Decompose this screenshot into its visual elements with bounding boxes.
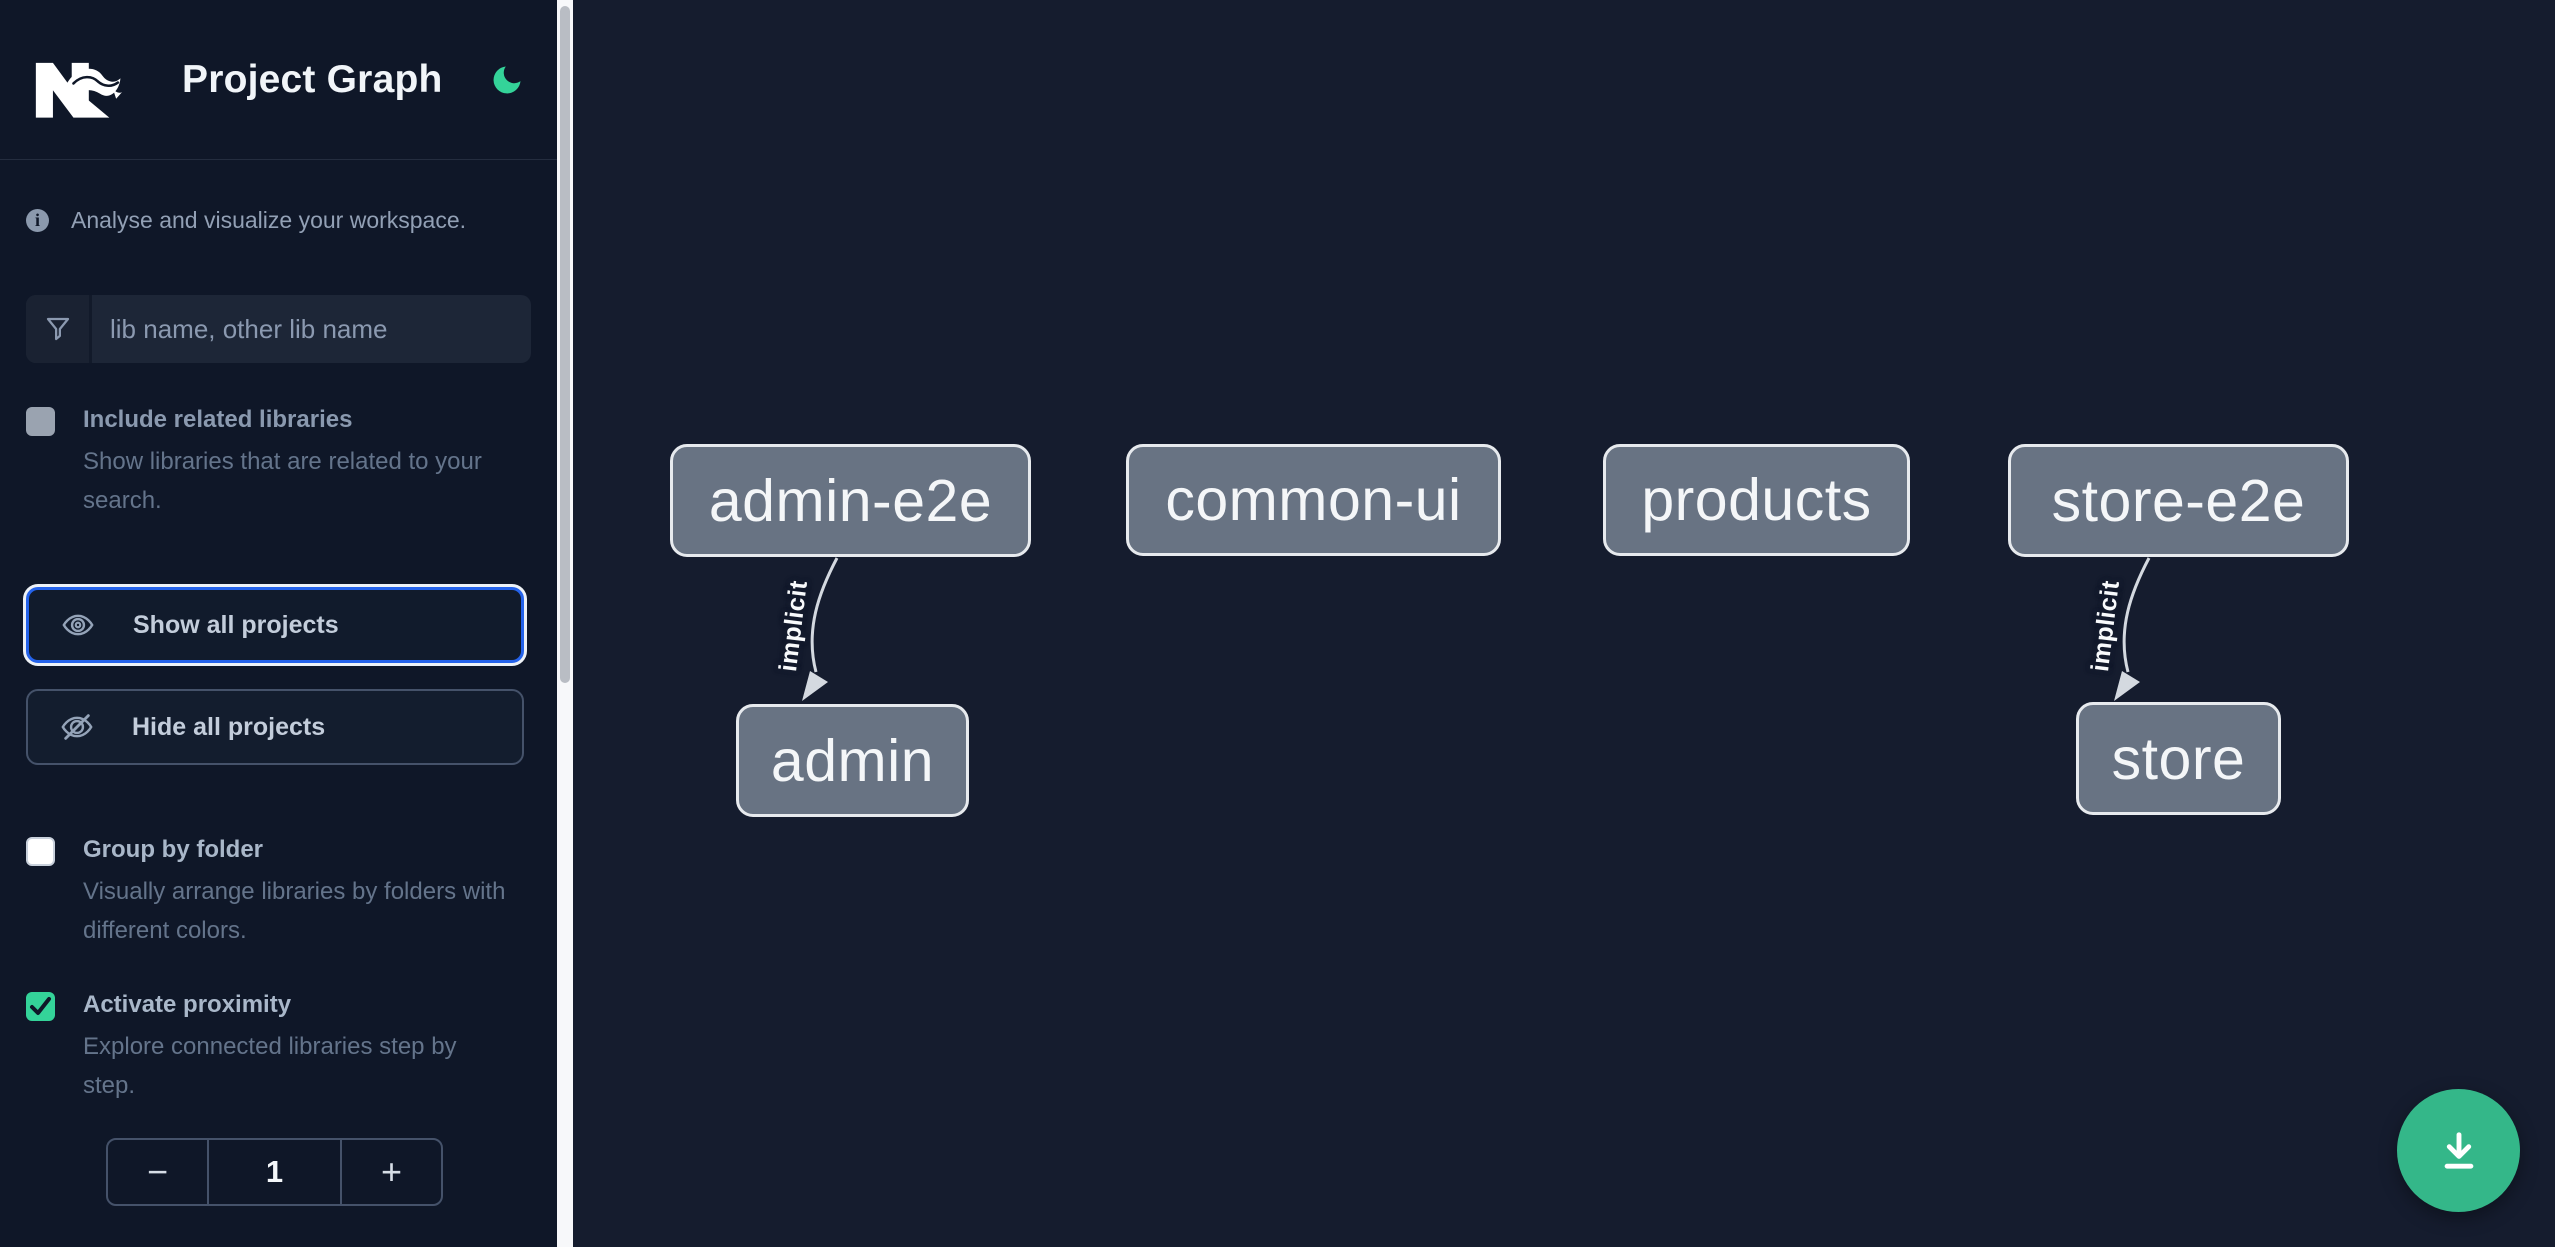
activate-proximity-description: Explore connected libraries step by step… [83, 1033, 457, 1099]
show-all-projects-label: Show all projects [133, 610, 339, 639]
page-title: Project Graph [182, 57, 443, 101]
option-include-related: Include related libraries Show libraries… [0, 405, 557, 520]
group-by-folder-description: Visually arrange libraries by folders wi… [83, 878, 506, 944]
nx-logo [35, 62, 123, 118]
proximity-value: 1 [207, 1140, 342, 1204]
node-store-e2e[interactable]: store-e2e [2008, 444, 2349, 557]
proximity-decrement-button[interactable]: − [108, 1140, 207, 1204]
hide-all-projects-label: Hide all projects [132, 712, 326, 741]
activate-proximity-checkbox[interactable] [26, 992, 55, 1021]
proximity-increment-button[interactable]: + [342, 1140, 441, 1204]
include-related-description: Show libraries that are related to your … [83, 448, 482, 514]
node-common-ui[interactable]: common-ui [1126, 444, 1501, 556]
show-all-projects-button[interactable]: Show all projects [26, 587, 524, 663]
hide-all-projects-button[interactable]: Hide all projects [26, 689, 524, 765]
graph-edges [802, 557, 2151, 701]
theme-toggle-button[interactable] [487, 60, 527, 100]
filter-box [26, 295, 531, 363]
node-admin[interactable]: admin [736, 704, 969, 817]
workspace-tagline-row: i Analyse and visualize your workspace. [0, 207, 557, 234]
eye-off-icon [61, 714, 93, 740]
download-icon [2444, 1131, 2473, 1169]
activate-proximity-label: Activate proximity [83, 991, 292, 1018]
sidebar-scrollbar-thumb[interactable] [560, 6, 570, 683]
option-activate-proximity: Activate proximity Explore connected lib… [0, 990, 557, 1105]
node-admin-e2e[interactable]: admin-e2e [670, 444, 1031, 557]
graph-canvas[interactable]: admin-e2e common-ui products store-e2e a… [573, 0, 2555, 1247]
workspace-tagline: Analyse and visualize your workspace. [71, 207, 467, 233]
sidebar-header: Project Graph [0, 0, 557, 160]
filter-icon-cell [26, 295, 92, 363]
moon-icon [493, 66, 520, 93]
edge-store-e2e-store [2122, 557, 2151, 673]
arrowhead-admin [802, 671, 828, 701]
group-by-folder-label: Group by folder [83, 836, 263, 863]
group-by-folder-checkbox[interactable] [26, 837, 55, 866]
filter-input[interactable] [92, 295, 531, 363]
edge-admin-e2e-admin [810, 557, 839, 673]
node-store[interactable]: store [2076, 702, 2281, 815]
option-group-by-folder: Group by folder Visually arrange librari… [0, 835, 557, 950]
proximity-stepper: − 1 + [106, 1138, 443, 1206]
funnel-icon [46, 317, 69, 341]
node-products[interactable]: products [1603, 444, 1910, 556]
download-graph-button[interactable] [2397, 1089, 2520, 1212]
checkmark-icon [30, 997, 51, 1015]
sidebar: Project Graph i Analyse and visualize yo… [0, 0, 557, 1247]
sidebar-scrollbar-track[interactable] [557, 0, 573, 1247]
include-related-checkbox[interactable] [26, 407, 55, 436]
arrowhead-store [2114, 671, 2140, 701]
include-related-label: Include related libraries [83, 406, 353, 433]
info-icon: i [26, 209, 49, 232]
eye-icon [62, 614, 94, 636]
